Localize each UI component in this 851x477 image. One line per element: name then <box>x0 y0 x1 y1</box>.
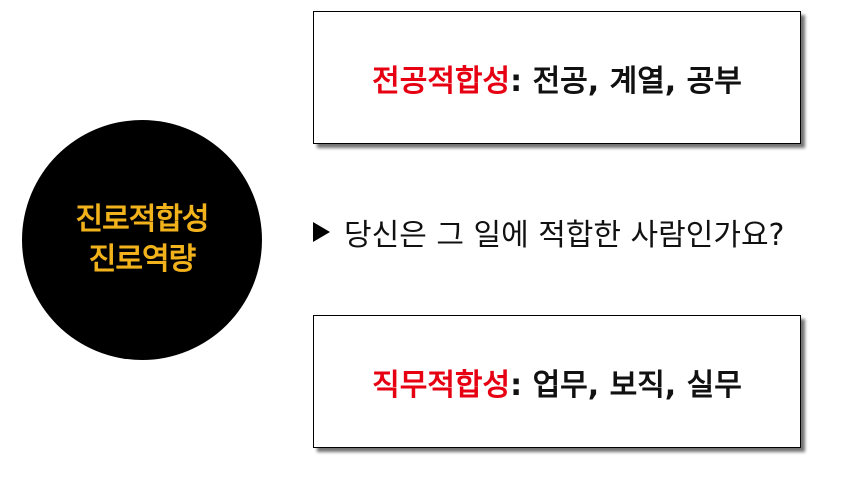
circle-title-line1: 진로적합성 <box>75 202 210 237</box>
major-fit-label: 전공적합성 <box>372 63 511 99</box>
fit-question: 당신은 그 일에 적합한 사람인가요? <box>313 210 784 254</box>
career-fit-circle: 진로적합성 진로역량 <box>22 120 262 360</box>
triangle-right-icon <box>313 222 330 242</box>
major-fit-box: 전공적합성 : 전공, 계열, 공부 <box>313 11 801 144</box>
major-fit-details: : 전공, 계열, 공부 <box>510 63 742 99</box>
fit-question-text: 당신은 그 일에 적합한 사람인가요? <box>344 218 785 253</box>
job-fit-label: 직무적합성 <box>372 367 511 403</box>
job-fit-box: 직무적합성 : 업무, 보직, 실무 <box>313 315 801 448</box>
job-fit-details: : 업무, 보직, 실무 <box>510 367 742 403</box>
circle-title-line2: 진로역량 <box>88 242 196 277</box>
